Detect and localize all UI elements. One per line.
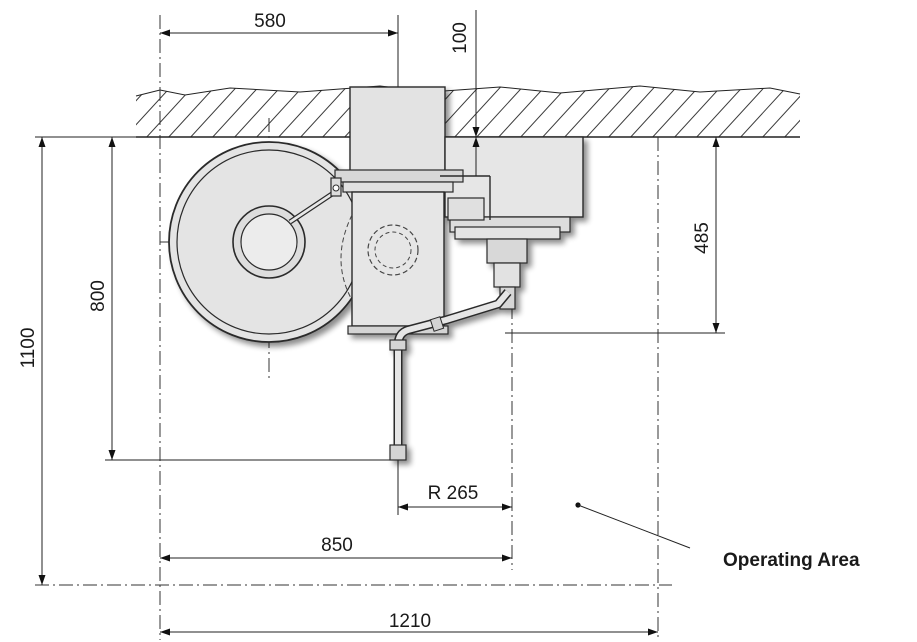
hatch-line xyxy=(627,86,684,137)
dim-580: 580 xyxy=(254,11,286,32)
operating-area-label: Operating Area xyxy=(723,550,860,571)
arm-linkage xyxy=(288,177,342,225)
dimension-labels: 580 100 485 800 1100 R 265 850 1210 Oper… xyxy=(18,11,860,632)
head-unit xyxy=(444,136,584,310)
hatch-line xyxy=(781,86,800,137)
hatch-line xyxy=(473,86,530,137)
dim-r265: R 265 xyxy=(428,483,479,504)
ceiling-wall xyxy=(135,80,903,140)
hatch-line xyxy=(826,80,881,140)
hose-pipe xyxy=(389,289,512,461)
column xyxy=(349,86,446,178)
hatch-line xyxy=(297,86,354,137)
hatch-line xyxy=(561,86,618,137)
dimension-lines xyxy=(38,29,720,636)
hatch-line xyxy=(804,80,859,140)
hatch-line xyxy=(583,86,640,137)
dim-1100: 1100 xyxy=(18,328,39,369)
housing xyxy=(334,169,491,335)
dim-1210: 1210 xyxy=(389,611,431,632)
dim-850: 850 xyxy=(321,535,353,556)
hatch-line xyxy=(187,86,244,137)
hatch-line xyxy=(605,86,662,137)
dim-100: 100 xyxy=(450,22,471,54)
hatch-line xyxy=(848,80,903,140)
cable-reel xyxy=(168,141,370,343)
hatch-line xyxy=(759,86,800,137)
hatch-line xyxy=(715,86,772,137)
hatch-line xyxy=(209,86,266,137)
dim-800: 800 xyxy=(88,280,109,312)
hatch-line xyxy=(451,86,508,137)
dim-485: 485 xyxy=(692,222,713,254)
machine xyxy=(168,86,584,461)
